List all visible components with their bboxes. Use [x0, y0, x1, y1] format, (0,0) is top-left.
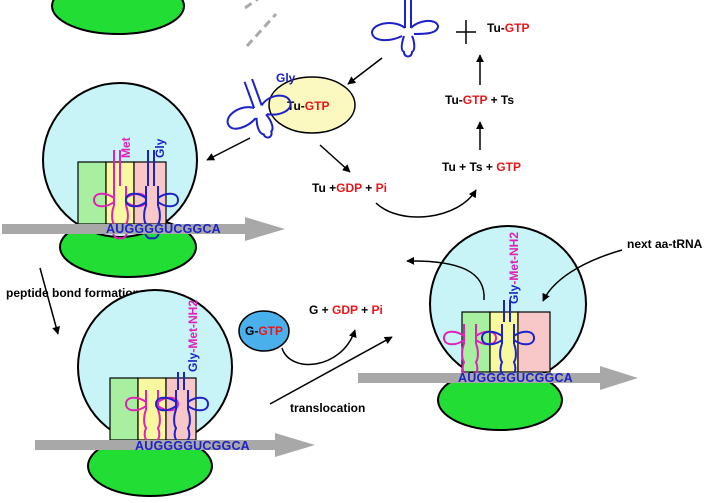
dashed-arrow-top	[244, 0, 259, 10]
mrna-sequence: AUGGGGUCGGCA	[135, 439, 250, 453]
gly-met-nh2-label: Gly-Met-NH2	[186, 300, 200, 372]
tu-ts-gtp-label: Tu + Ts + GTP	[442, 160, 521, 174]
arrow-peptide-bond	[39, 267, 60, 335]
arrow-trna-exit	[406, 256, 485, 301]
g-gtp-bubble	[238, 310, 290, 352]
tu-gtp-bubble-label: Tu-GTP	[287, 99, 329, 113]
small-subunit	[51, 0, 185, 35]
mrna-arrow	[2, 217, 285, 241]
tu-gtp-ts-label: Tu-GTP + Ts	[445, 93, 514, 107]
arrow-tu-to-gdp	[319, 144, 351, 173]
arrow-tu-to-ribosome	[206, 137, 251, 161]
mrna-arrow	[358, 366, 638, 390]
next-aa-trna-label: next aa-tRNA	[627, 237, 703, 251]
free-trna-top	[370, 0, 440, 58]
arrow-gdp-to-gtp	[375, 189, 477, 218]
mrna-sequence: AUGGGGUCGGCA	[106, 222, 221, 236]
gly-met-nh2-label: Gly-Met-NH2	[507, 232, 521, 304]
tu-gtp-bubble	[268, 76, 356, 134]
mrna-arrow	[35, 433, 315, 457]
arrow-translocation	[269, 336, 393, 405]
peptide-bond-formation-label: peptide bond formation	[6, 286, 140, 300]
g-gdp-pi-label: G + GDP + Pi	[309, 303, 383, 317]
translocation-label: translocation	[290, 401, 365, 415]
plus-sign-top	[456, 20, 476, 44]
e-site	[109, 377, 139, 441]
gly-trna-tu	[226, 78, 292, 139]
arrow-trna-to-tu	[347, 57, 383, 85]
mrna-sequence: AUGGGGUCGGCA	[458, 371, 573, 385]
arrow-next-aa-trna	[542, 249, 623, 302]
gly-label-tu: Gly	[276, 71, 296, 85]
tu-gdp-pi-label: Tu +GDP + Pi	[312, 181, 387, 195]
gly-label: Gly	[153, 138, 167, 158]
ribosome-partial-top	[51, 0, 185, 35]
arrow-g-gtp-to-gdp	[281, 329, 357, 366]
tu-gtp-top-label: Tu-GTP	[487, 21, 529, 35]
dashed-arrow-top-2	[245, 12, 278, 48]
met-label: Met	[119, 137, 133, 158]
ribosome-1: Met Gly AUGGGGUCGGCA	[2, 82, 285, 278]
ribosome-3: Gly-Met-NH2 AUGGGGUCGGCA	[358, 225, 638, 431]
ribosome-2: Gly-Met-NH2 AUGGGGUCGGCA	[35, 289, 315, 497]
g-gtp-label: G-GTP	[245, 324, 283, 338]
